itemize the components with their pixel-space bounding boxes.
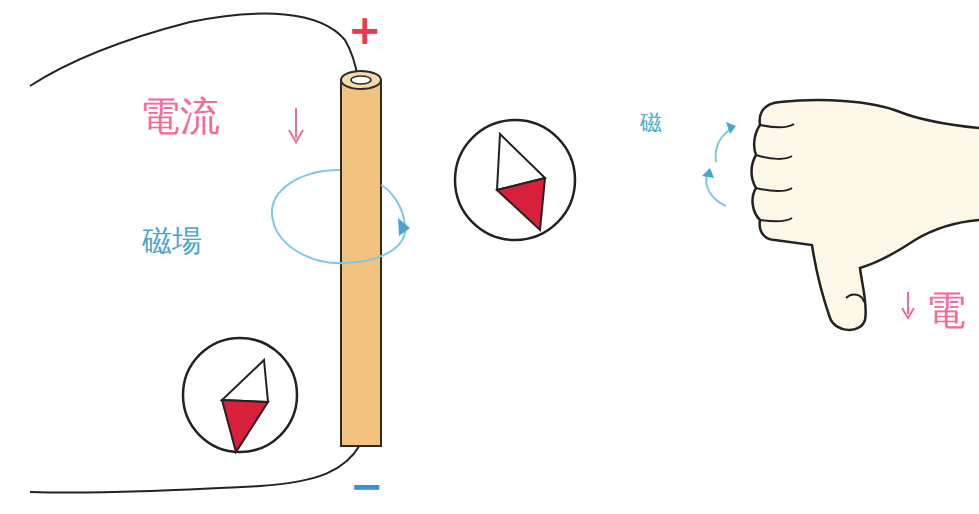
rod-hole	[351, 76, 371, 84]
plus-terminal: +	[348, 10, 382, 50]
wire	[30, 445, 360, 493]
wire	[30, 14, 358, 86]
field-label: 磁	[640, 112, 662, 134]
current-arrowhead	[902, 308, 914, 318]
compass-needle-red	[222, 400, 268, 452]
minus-terminal: −	[350, 466, 384, 506]
field-arrowhead	[726, 122, 736, 134]
compass	[455, 120, 575, 240]
hand	[752, 100, 979, 330]
compass	[183, 338, 297, 452]
field-arrowhead	[702, 168, 714, 178]
field-arrow	[716, 128, 732, 162]
finger-lines	[756, 124, 794, 221]
field-loop	[272, 185, 405, 263]
compass-needle	[222, 360, 268, 402]
compass-needle-red	[497, 178, 545, 230]
current-arrowhead	[289, 130, 303, 142]
rod-end	[341, 71, 381, 89]
current-arrow	[295, 108, 297, 138]
thumbnail	[846, 295, 864, 302]
field-loop	[272, 170, 340, 215]
current-label: 電流	[140, 96, 220, 136]
current-label: 電	[926, 290, 966, 330]
field-label: 磁場	[142, 226, 202, 256]
field-arrowhead	[398, 218, 410, 236]
current-arrow	[907, 292, 909, 314]
